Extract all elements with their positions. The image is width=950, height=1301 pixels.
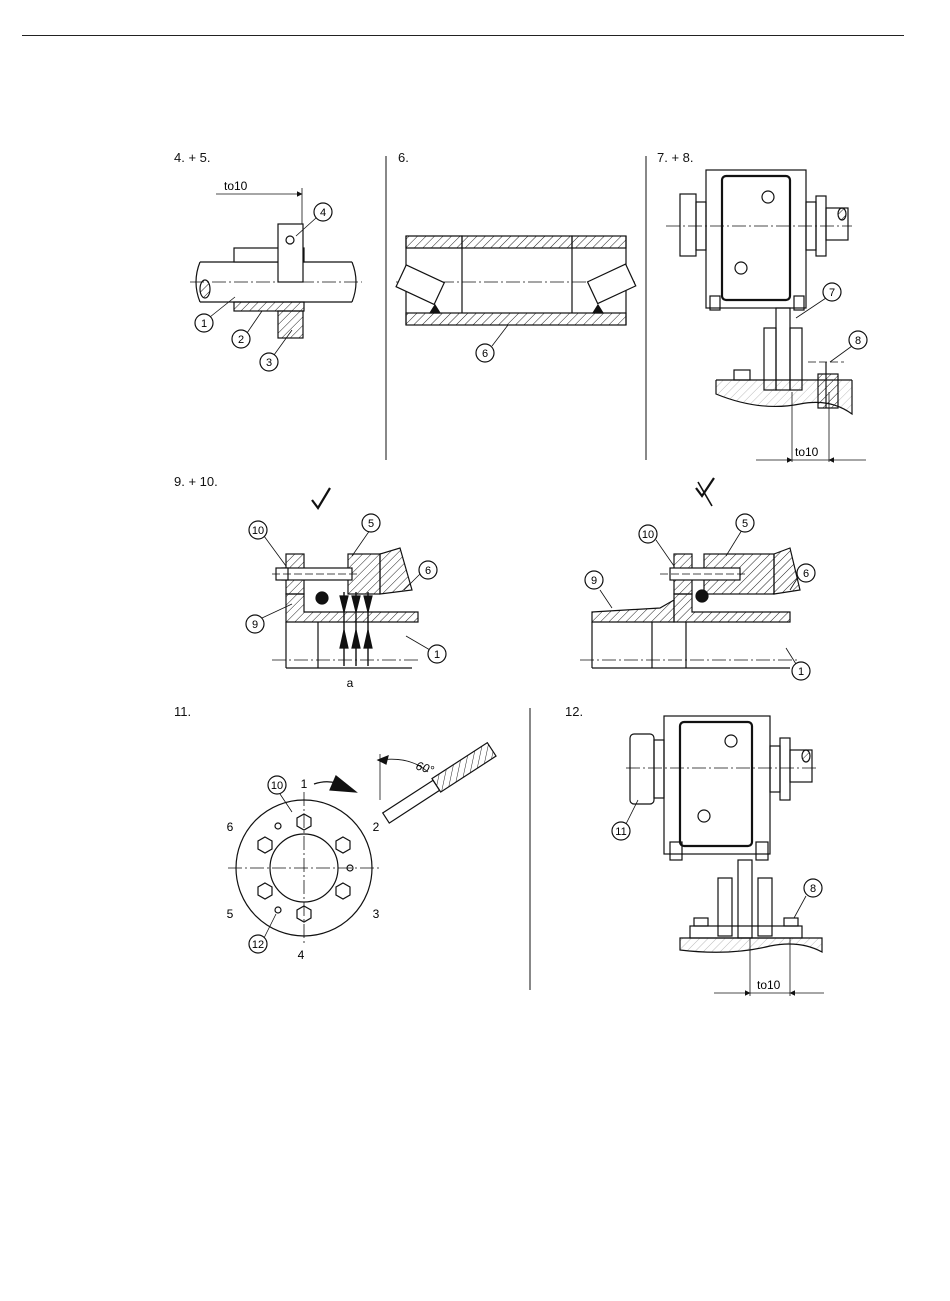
label-a: a [347, 676, 354, 690]
callout-number: 8 [855, 335, 861, 347]
dim-label: to10 [224, 179, 248, 193]
diagram-bolt-tightening-pattern [228, 743, 496, 953]
diagram-gear-unit-mount [666, 170, 867, 462]
callout-number: 6 [482, 348, 488, 360]
callout-number: 12 [252, 939, 264, 951]
bolt-order-label: 6 [227, 820, 234, 834]
dim-label: to10 [757, 978, 781, 992]
angle-label: 60° [414, 759, 436, 778]
callout-number: 4 [320, 207, 326, 219]
diagram-gear-unit-torque-arm [612, 716, 824, 996]
callout-number: 9 [252, 619, 258, 631]
bolt-order-label: 3 [373, 907, 380, 921]
callout-number: 1 [798, 666, 804, 678]
callout-number: 7 [829, 287, 835, 299]
diagram-tube-section [396, 236, 636, 362]
callout-number: 1 [434, 649, 440, 661]
callout-number: 10 [271, 780, 283, 792]
callout-number: 1 [201, 318, 207, 330]
callout-number: 3 [266, 357, 272, 369]
bolt-order-label: 5 [227, 907, 234, 921]
bolt-order-label: 4 [298, 948, 305, 962]
bolt-order-label: 2 [373, 820, 380, 834]
callout-number: 2 [238, 334, 244, 346]
callout-number: 10 [252, 525, 264, 537]
diagram-seal-correct [246, 488, 446, 668]
callout-number: 11 [615, 826, 626, 838]
callout-number: 5 [742, 518, 748, 530]
callout-number: 6 [425, 565, 431, 577]
diagram-shaft-coupling [190, 188, 362, 371]
callout-number: 8 [810, 883, 816, 895]
bolt-order-label: 1 [301, 777, 308, 791]
callout-number: 6 [803, 568, 809, 580]
callout-number: 10 [642, 529, 654, 541]
callout-number: 5 [368, 518, 374, 530]
diagram-seal-incorrect [580, 478, 815, 680]
dim-label: to10 [795, 445, 819, 459]
callout-number: 9 [591, 575, 597, 587]
